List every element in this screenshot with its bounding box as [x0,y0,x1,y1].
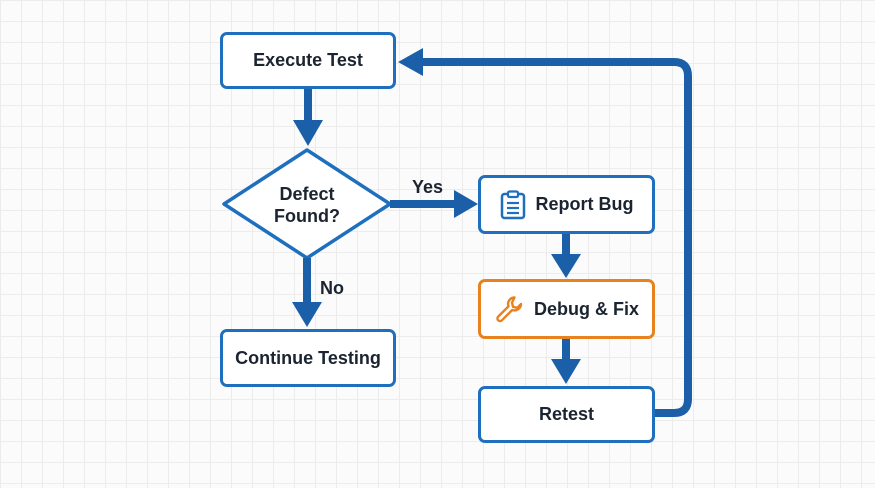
decision-label-line1: Defect [279,184,335,204]
debug-fix-label: Debug & Fix [533,298,639,319]
no-label: No [320,278,344,298]
arrow-yes [390,190,478,218]
arrow-report-to-debug [551,234,581,278]
retest-node: Retest [478,386,655,443]
debug-fix-node: Debug & Fix [478,279,655,339]
wrench-icon [494,294,524,324]
arrow-execute-to-decision [293,88,323,146]
retest-label: Retest [538,404,595,424]
arrow-debug-to-retest [551,339,581,384]
continue-testing-label: Continue Testing [235,347,381,368]
report-bug-node: Report Bug [478,175,655,234]
clipboard-icon [500,189,526,220]
arrow-no [292,258,322,327]
decision-label: Defect Found? [252,183,362,227]
execute-test-label: Execute Test [253,50,363,70]
yes-label: Yes [412,177,444,197]
decision-label-line2: Found? [274,206,340,226]
arrow-retest-loop [398,48,692,417]
report-bug-label: Report Bug [535,194,634,214]
continue-testing-node: Continue Testing [220,329,396,387]
execute-test-node: Execute Test [220,32,396,89]
